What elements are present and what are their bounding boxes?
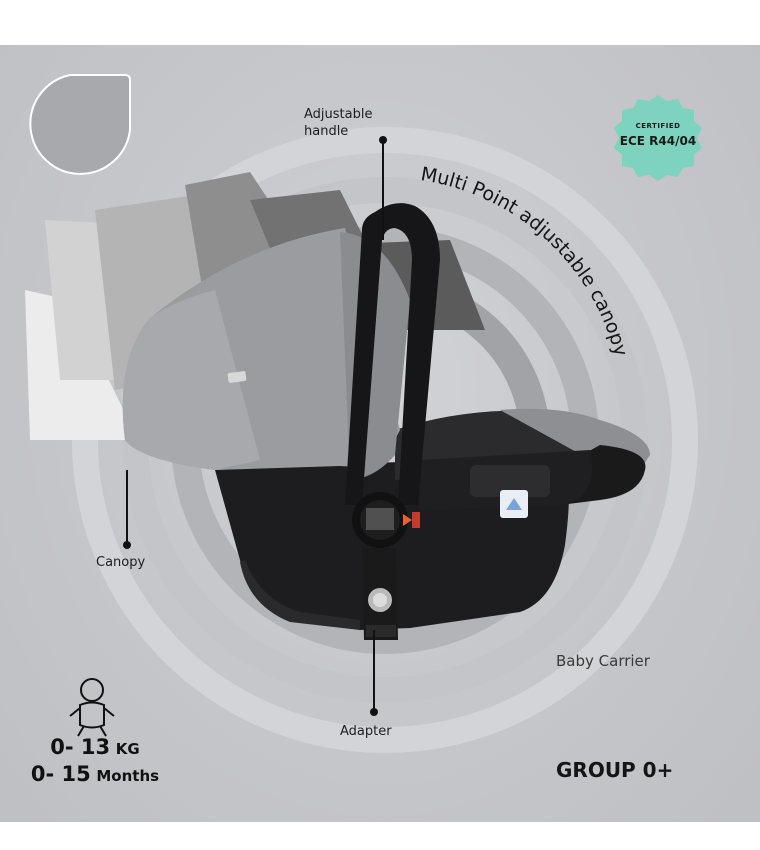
baby-icon bbox=[69, 678, 115, 737]
handle-label-line1: Adjustable bbox=[304, 107, 373, 122]
age-unit: Months bbox=[96, 767, 160, 785]
circle-drop-logo bbox=[29, 74, 131, 175]
product-name: Baby Carrier bbox=[556, 652, 650, 670]
age-spec: 0- 15 Months bbox=[10, 762, 180, 789]
weight-value: 0- 13 bbox=[50, 735, 111, 759]
handle-label-line2: handle bbox=[304, 124, 349, 139]
weight-unit: KG bbox=[115, 740, 140, 758]
certified-badge-shape bbox=[614, 95, 702, 181]
certified-badge: CERTIFIED ECE R44/04 bbox=[610, 96, 706, 176]
age-value: 0- 15 bbox=[30, 762, 91, 786]
canopy-feature-textpath: Multi Point adjustable canopy bbox=[419, 163, 632, 358]
top-band bbox=[0, 0, 760, 45]
canopy-feature-text: Multi Point adjustable canopy bbox=[419, 163, 632, 358]
callout-dots bbox=[123, 136, 387, 716]
adapter-label: Adapter bbox=[340, 724, 392, 739]
badge-standard-text: ECE R44/04 bbox=[619, 134, 697, 148]
badge-certified-text: CERTIFIED bbox=[635, 122, 681, 130]
group-label: GROUP 0+ bbox=[556, 758, 674, 782]
baby-carrier-illustration bbox=[122, 203, 650, 640]
adjustable-handle-label: Adjustable handle bbox=[304, 106, 372, 140]
weight-spec: 0- 13 KG bbox=[10, 735, 180, 762]
bottom-band bbox=[0, 822, 760, 850]
spec-block: 0- 13 KG 0- 15 Months bbox=[10, 735, 180, 789]
callout-lines bbox=[126, 140, 384, 712]
canopy-label: Canopy bbox=[96, 555, 146, 570]
